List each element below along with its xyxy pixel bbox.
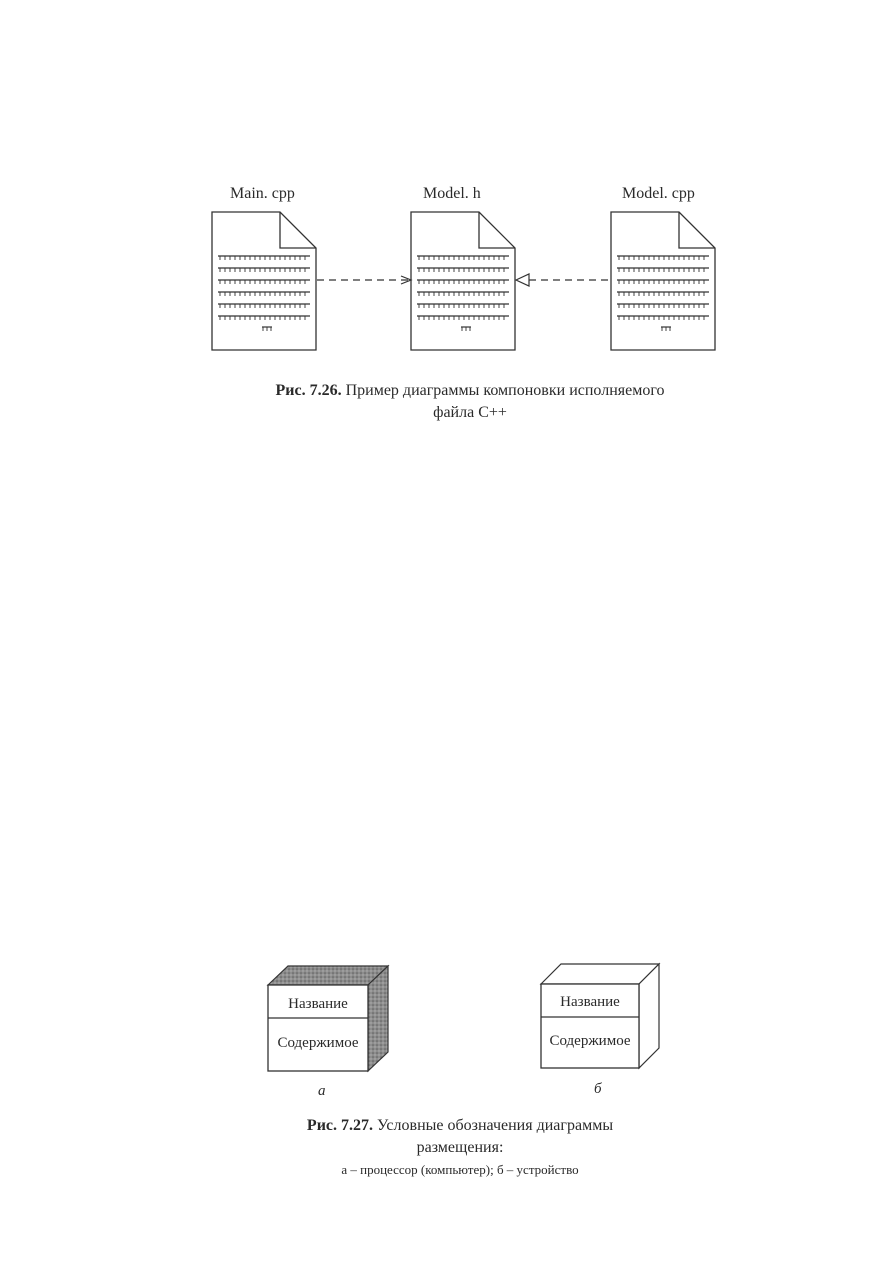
dependency-arrow bbox=[317, 275, 413, 285]
figure-7-27-title-line2: размещения: bbox=[416, 1139, 504, 1156]
file-icon-model-cpp bbox=[610, 211, 716, 351]
processor-node-content: Содержимое bbox=[277, 1035, 359, 1051]
processor-node bbox=[266, 964, 390, 1073]
subfigure-letter-b: б bbox=[594, 1081, 602, 1097]
realization-arrow bbox=[514, 273, 611, 287]
device-node-content: Содержимое bbox=[549, 1033, 631, 1049]
figure-7-26-caption: Рис. 7.26. Пример диаграммы компоновки и… bbox=[150, 380, 790, 424]
processor-node-title: Название bbox=[288, 996, 348, 1012]
device-node-title: Название bbox=[560, 994, 620, 1010]
figure-7-27-legend: а – процессор (компьютер); б – устройств… bbox=[341, 1162, 579, 1177]
figure-7-27-title: Условные обозначения диаграммы bbox=[377, 1117, 614, 1134]
figure-7-27-number: Рис. 7.27. bbox=[306, 1117, 374, 1134]
file-label-model-cpp: Model. cpp bbox=[622, 185, 695, 202]
file-icon-model-h bbox=[410, 211, 516, 351]
file-icon-main-cpp bbox=[211, 211, 317, 351]
figure-7-26-number: Рис. 7.26. bbox=[275, 382, 342, 399]
file-label-main-cpp: Main. cpp bbox=[230, 185, 295, 202]
figure-7-27-caption: Рис. 7.27. Условные обозначения диаграмм… bbox=[250, 1115, 670, 1181]
device-node bbox=[539, 962, 661, 1070]
deployment-notation bbox=[266, 962, 661, 1073]
figure-7-26-title-line2: файла C++ bbox=[433, 404, 507, 421]
subfigure-letter-a: а bbox=[318, 1083, 326, 1099]
component-diagram bbox=[211, 211, 716, 351]
file-label-model-h: Model. h bbox=[423, 185, 481, 202]
figure-7-26-title: Пример диаграммы компоновки исполняемого bbox=[345, 382, 665, 399]
